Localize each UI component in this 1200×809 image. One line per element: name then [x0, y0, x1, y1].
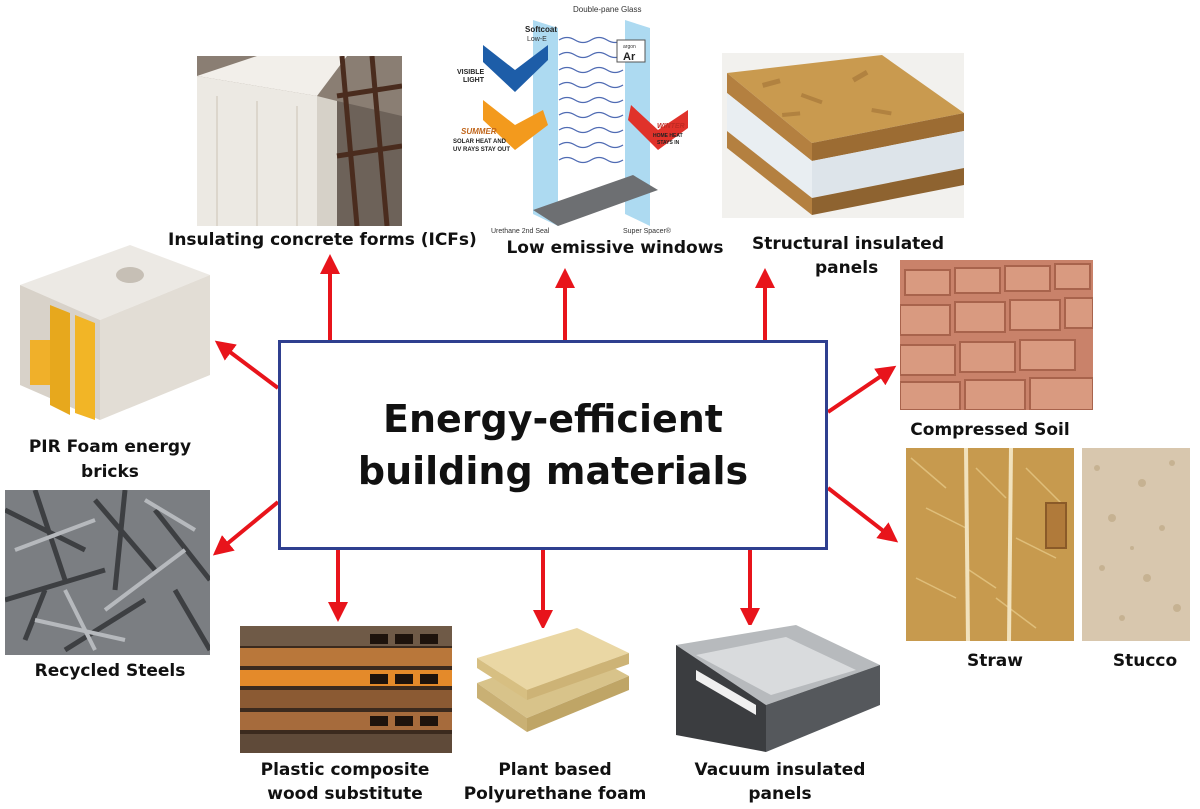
plastic-label-line1: Plastic composite	[260, 760, 430, 780]
compressed-soil-image	[900, 260, 1093, 410]
pir-label-line2: bricks	[81, 462, 139, 482]
diagram-visible-text: VISIBLE	[457, 69, 485, 76]
vip-label-line2: panels	[748, 784, 812, 804]
center-title: Energy-efficient building materials	[357, 397, 749, 493]
diagram-spacer-text: Super Spacer®	[623, 227, 672, 235]
diagram-summer-line2: UV RAYS STAY OUT	[453, 147, 510, 153]
center-concept-box: Energy-efficient building materials	[278, 340, 828, 550]
stucco-label: Stucco	[1112, 651, 1178, 671]
stucco-image	[1082, 448, 1190, 641]
diagram-softcoat-text: Softcoat	[525, 25, 557, 34]
diagram-light-text: LIGHT	[463, 77, 485, 84]
sip-label-line2: panels	[815, 258, 879, 278]
diagram-double-pane-text: Double-pane Glass	[573, 5, 641, 14]
recycled-steel-image	[5, 490, 210, 655]
compressed-soil-label: Compressed Soil	[910, 420, 1070, 440]
diagram-argon-text: argon	[623, 44, 636, 50]
straw-image	[906, 448, 1074, 641]
diagram-winter-line1: HOME HEAT	[653, 133, 683, 139]
arrow-to-steel	[212, 500, 280, 556]
pu-foam-label-line2: Polyurethane foam	[463, 784, 647, 804]
diagram-low-e-text: Low-E	[527, 36, 547, 43]
straw-label: Straw	[967, 651, 1023, 671]
vip-label-line1: Vacuum insulated	[694, 760, 866, 780]
pu-foam-image	[477, 628, 629, 732]
arrow-to-pir	[214, 340, 280, 390]
diagram-winter-line2: STAYS IN	[657, 140, 680, 146]
sip-image	[722, 53, 964, 218]
diagram-winter-text: WINTER	[657, 123, 685, 130]
plastic-label-line2: wood substitute	[267, 784, 423, 804]
recycled-steel-label: Recycled Steels	[34, 661, 186, 681]
pir-brick-image	[10, 245, 210, 425]
pu-foam-label-line1: Plant based	[498, 760, 612, 780]
arrow-to-straw	[826, 486, 899, 543]
plastic-composite-image	[240, 626, 452, 753]
icf-image	[197, 56, 402, 226]
vacuum-panel-image	[676, 625, 880, 752]
sip-label-line1: Structural insulated	[751, 234, 945, 254]
low-e-window-diagram: Double-pane Glass Softcoat Low-E VISIBLE…	[453, 0, 688, 236]
diagram-summer-text: SUMMER	[461, 127, 497, 136]
low-e-label: Low emissive windows	[506, 238, 724, 258]
icf-label: Insulating concrete forms (ICFs)	[168, 230, 477, 250]
pir-label-line1: PIR Foam energy	[28, 437, 192, 457]
arrow-to-soil	[826, 365, 897, 414]
diagram-summer-line1: SOLAR HEAT AND	[453, 139, 507, 145]
diagram-ar-text: Ar	[623, 51, 636, 63]
diagram-seal-text: Urethane 2nd Seal	[491, 228, 550, 235]
